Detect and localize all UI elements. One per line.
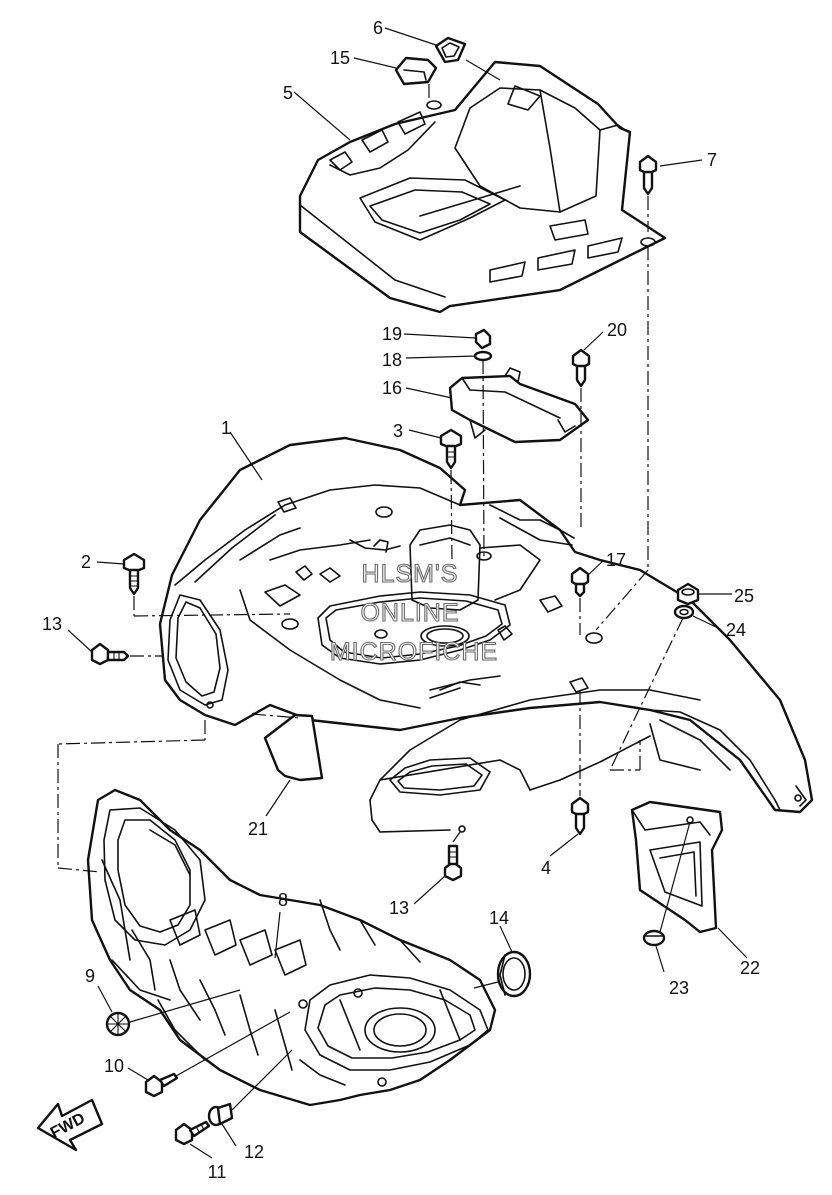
part-22-side-plate: [630, 800, 724, 934]
part-3-bolt: [439, 428, 463, 470]
part-12-collar: [207, 1102, 234, 1127]
forward-direction-arrow: FWD: [36, 1098, 104, 1152]
part-7-screw: [638, 154, 658, 232]
watermark-line-2: ONLINE: [360, 599, 459, 627]
part-4-screw: [570, 796, 590, 836]
watermark: HLSM'S ONLINE MICROFICHE: [329, 559, 498, 666]
callout-21: 21: [248, 819, 268, 839]
callout-4: 4: [541, 858, 551, 878]
part-16-bracket: [448, 367, 590, 444]
callout-2: 2: [81, 552, 91, 572]
part-24-washer: [673, 604, 695, 620]
part-8-front-guard: [86, 788, 497, 1107]
callout-16: 16: [382, 378, 402, 398]
part-2-bolt: [122, 552, 146, 596]
part-23-rivet: [642, 929, 666, 947]
part-18-washer: [473, 350, 493, 362]
part-25-nut: [676, 582, 700, 606]
part-9-star-nut: [105, 1011, 131, 1037]
callout-14: 14: [489, 908, 509, 928]
callout-20: 20: [607, 320, 627, 340]
part-20-screw: [571, 348, 591, 388]
part-21-plate: [263, 713, 324, 782]
callout-9: 9: [85, 966, 95, 986]
callout-11: 11: [208, 1162, 227, 1182]
part-15-clip: [394, 56, 438, 98]
part-10-bolt: [144, 1072, 179, 1098]
callout-numbers: 6 15 5 7 19 18 16 20 3 1 2 13 17 25 24 2…: [42, 18, 760, 1182]
part-17-screw: [570, 566, 590, 598]
callout-24: 24: [726, 620, 746, 640]
callout-6: 6: [373, 18, 383, 38]
callout-18: 18: [382, 350, 402, 370]
callout-13-lower: 13: [389, 898, 409, 918]
callout-10: 10: [104, 1056, 124, 1076]
watermark-line-3: MICROFICHE: [330, 638, 498, 666]
part-5-front-top-cover: [298, 60, 667, 314]
callout-7: 7: [707, 150, 717, 170]
callout-5: 5: [283, 83, 293, 103]
callout-23: 23: [669, 978, 689, 998]
part-14-grommet: [496, 950, 532, 998]
part-11-bolt: [174, 1120, 211, 1146]
part-13-bolt-lower: [443, 844, 463, 882]
callout-22: 22: [740, 958, 760, 978]
callout-1: 1: [221, 418, 231, 438]
callout-13-left: 13: [42, 614, 62, 634]
callout-17: 17: [606, 550, 626, 570]
part-13-bolt-left: [90, 642, 130, 666]
part-1-front-fender: [158, 436, 814, 833]
watermark-line-1: HLSM'S: [362, 560, 459, 588]
callout-12: 12: [244, 1142, 264, 1162]
callout-3: 3: [393, 421, 403, 441]
part-6-rubber-grommet: [434, 36, 467, 64]
callout-19: 19: [382, 324, 402, 344]
leader-lines: [67, 27, 748, 1159]
assembly-lines: [57, 246, 684, 873]
callout-25: 25: [734, 586, 754, 606]
part-19-nut: [474, 328, 492, 350]
callout-8: 8: [278, 890, 288, 910]
callout-15: 15: [330, 48, 350, 68]
